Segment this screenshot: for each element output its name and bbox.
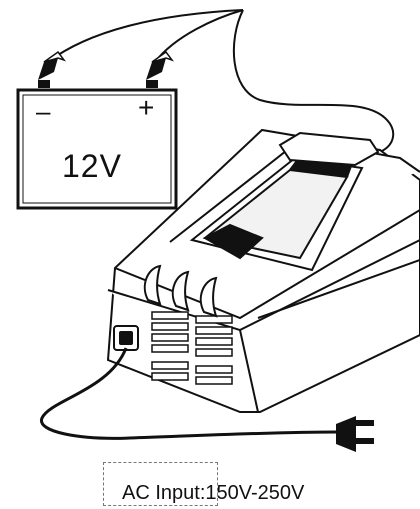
charger-cable	[232, 9, 395, 153]
plug-icon	[336, 416, 374, 452]
ac-input-label: AC Input:150V-250V	[122, 482, 305, 504]
front-vents	[151, 311, 233, 385]
battery	[16, 88, 178, 210]
battery-positive-symbol: +	[138, 92, 155, 123]
charger-icon	[106, 128, 420, 413]
battery-negative-symbol: –	[36, 96, 51, 126]
ac-cable	[40, 347, 339, 440]
grips	[143, 264, 218, 318]
clip-icon-positive	[146, 50, 175, 88]
clip-icon-negative	[38, 50, 67, 88]
clip-wire-negative	[47, 9, 244, 63]
ac-input-box	[103, 462, 218, 506]
battery-voltage-label: 12V	[62, 148, 122, 184]
